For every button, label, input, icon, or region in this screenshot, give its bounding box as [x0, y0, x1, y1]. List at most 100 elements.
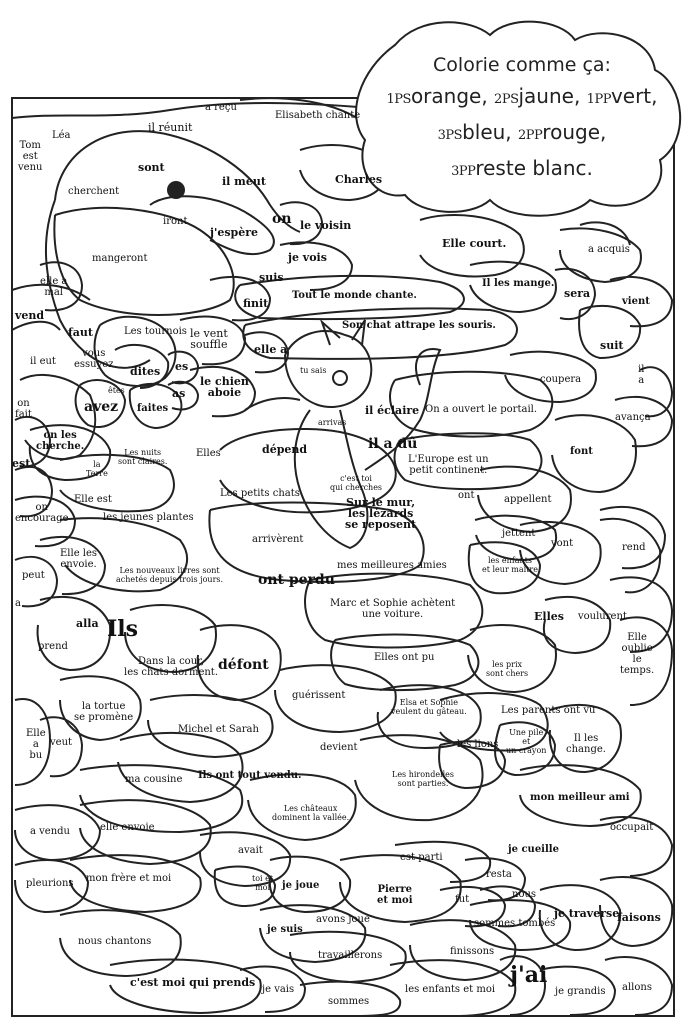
region-line: [167, 380, 200, 411]
region-line: [11, 320, 61, 331]
region-word: Elle court.: [442, 237, 507, 250]
region-word: la Terre: [86, 460, 108, 478]
legend-color: vert,: [610, 84, 658, 108]
region-line: [409, 919, 517, 982]
region-word: ont: [458, 490, 475, 501]
region-line: [389, 370, 554, 438]
region-line: [14, 804, 102, 862]
region-line: [28, 424, 112, 482]
region-word: tu sais: [300, 366, 327, 375]
region-word: mangeront: [92, 253, 148, 264]
region-word: Elles: [196, 448, 221, 459]
region-line: [36, 596, 112, 672]
region-word: Dans la cour, les chats dorment.: [124, 656, 218, 678]
region-word: Michel et Sarah: [178, 724, 259, 735]
region-word: êtes: [108, 386, 125, 395]
region-line: [469, 260, 557, 314]
region-line: [196, 624, 282, 702]
region-word: Il les change.: [566, 733, 606, 755]
region-word: avait: [238, 845, 263, 856]
region-word: faisons: [617, 911, 661, 924]
legend-code: 2PS: [494, 92, 519, 107]
cat-body: [293, 409, 369, 550]
legend-row-1: 1PSorange, 2PSjaune, 1PPvert,: [372, 80, 672, 116]
region-line: [469, 899, 572, 952]
region-line: [189, 366, 257, 418]
region-line: [179, 315, 247, 366]
region-word: Les hirondelles sont parties.: [392, 770, 455, 788]
region-line: [79, 764, 244, 834]
region-line: [14, 698, 52, 786]
region-word: Elle oublie le temps.: [620, 632, 655, 676]
region-word: finissons: [450, 946, 495, 957]
region-line: [199, 831, 292, 888]
cat-nose: [332, 370, 348, 386]
region-word: Elles ont pu: [374, 652, 435, 663]
region-word: toi et moi: [252, 874, 274, 892]
region-line: [599, 517, 662, 594]
region-word: Charles: [335, 173, 383, 186]
region-word: sommes: [328, 996, 370, 1007]
region-line: [274, 664, 397, 734]
region-line: [14, 415, 52, 468]
cat-head: [284, 330, 373, 408]
legend-color: reste blanc.: [475, 156, 593, 180]
region-word: ont perdu: [258, 572, 335, 588]
region-word: le voisin: [300, 219, 352, 232]
region-word: Léa: [52, 130, 71, 141]
region-word: j'ai: [510, 962, 548, 988]
region-word: vend: [15, 309, 45, 322]
region-word: nous chantons: [78, 936, 152, 947]
region-word: c'est moi qui prends: [130, 976, 256, 989]
region-line: [79, 799, 212, 866]
region-word: je traverse: [554, 907, 620, 920]
region-word: il réunit: [148, 121, 193, 134]
region-word: les enfants et leur maître: [482, 556, 538, 574]
region-word: Tom est venu: [18, 140, 43, 173]
region-line: [467, 541, 542, 595]
legend-color: jaune,: [518, 84, 581, 108]
region-line: [609, 576, 674, 653]
region-word: je joue: [282, 880, 320, 891]
bird-eye: [167, 181, 185, 199]
region-word: c'est toi qui cherches: [330, 474, 383, 492]
region-word: suis: [259, 271, 284, 284]
region-word: es: [175, 360, 189, 373]
region-line: [14, 859, 90, 914]
region-word: resta: [486, 869, 512, 880]
region-word: Elsa et Sophie veulent du gâteau.: [391, 698, 467, 716]
region-word: prend: [38, 641, 68, 652]
region-word: Les châteaux dominent la vallée.: [272, 804, 350, 822]
legend-color: rouge,: [542, 120, 607, 144]
region-word: on encourage: [15, 502, 69, 524]
region-line: [289, 930, 407, 984]
region-word: il eut: [30, 356, 56, 367]
region-word: Les petits chats: [220, 488, 300, 499]
region-word: Elisabeth chante: [275, 110, 361, 121]
legend-code: 1PP: [586, 92, 612, 107]
region-line: [609, 275, 674, 328]
region-line: [599, 816, 674, 877]
region-word: je cueille: [508, 844, 559, 855]
region-line: [479, 885, 537, 928]
region-line: [389, 959, 517, 1017]
region-word: arrivas: [318, 418, 347, 427]
region-word: les jeunes plantes: [103, 512, 194, 523]
region-word: alla: [76, 617, 99, 630]
bird-beak: [149, 195, 275, 256]
region-word: avança: [615, 412, 651, 423]
region-word: le chien aboie: [200, 375, 249, 399]
region-word: la tortue se promène: [74, 701, 134, 723]
legend-row-3: 3PPreste blanc.: [372, 152, 672, 188]
region-word: sera: [564, 287, 591, 300]
region-line: [11, 283, 91, 301]
region-word: faites: [137, 403, 169, 414]
region-word: vont: [551, 538, 574, 549]
region-word: Ils ont tout vendu.: [198, 770, 302, 781]
region-line: [477, 465, 572, 534]
region-word: vous essuyez: [74, 348, 114, 370]
region-word: sont: [138, 161, 165, 174]
region-word: il meut: [222, 175, 266, 188]
region-word: avez: [84, 399, 119, 415]
region-word: a acquis: [588, 244, 630, 255]
